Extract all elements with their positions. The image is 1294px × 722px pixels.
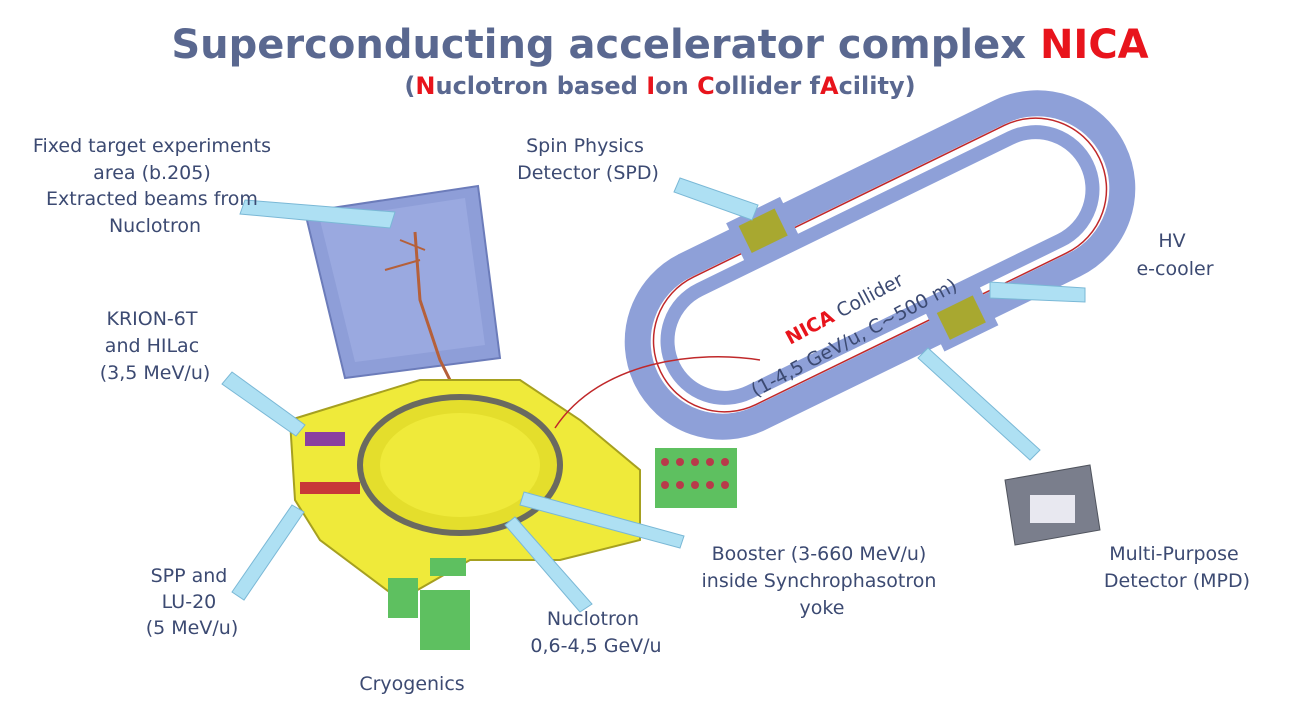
label-cryogenics: Cryogenics	[359, 673, 464, 695]
transfer-line	[554, 355, 761, 429]
cryogenics-blocks	[388, 448, 737, 650]
krion-source	[305, 432, 345, 446]
label-spd: Spin Physics Detector (SPD)	[517, 135, 659, 184]
label-fixed-target: Fixed target experiments area (b.205) Ex…	[33, 135, 277, 237]
lu20-linac	[300, 482, 360, 494]
label-spp-lu20: SPP and LU-20 (5 MeV/u)	[146, 565, 238, 639]
label-ecooler: HV e-cooler	[1136, 230, 1213, 280]
pointer-arrows	[221, 177, 1086, 613]
title: Superconducting accelerator complex NICA	[171, 22, 1148, 68]
label-booster: Booster (3-660 MeV/u) inside Synchrophas…	[702, 543, 943, 619]
subtitle: (Nuclotron based Ion Collider fAcility)	[404, 72, 915, 100]
label-mpd: Multi-Purpose Detector (MPD)	[1104, 543, 1250, 592]
nica-collider-ring	[624, 90, 1136, 440]
label-nuclotron: Nuclotron 0,6-4,5 GeV/u	[530, 608, 661, 657]
nuclotron-hall	[288, 379, 641, 602]
mpd-detector	[1004, 464, 1101, 546]
label-krion: KRION-6T and HILac (3,5 MeV/u)	[100, 308, 211, 384]
